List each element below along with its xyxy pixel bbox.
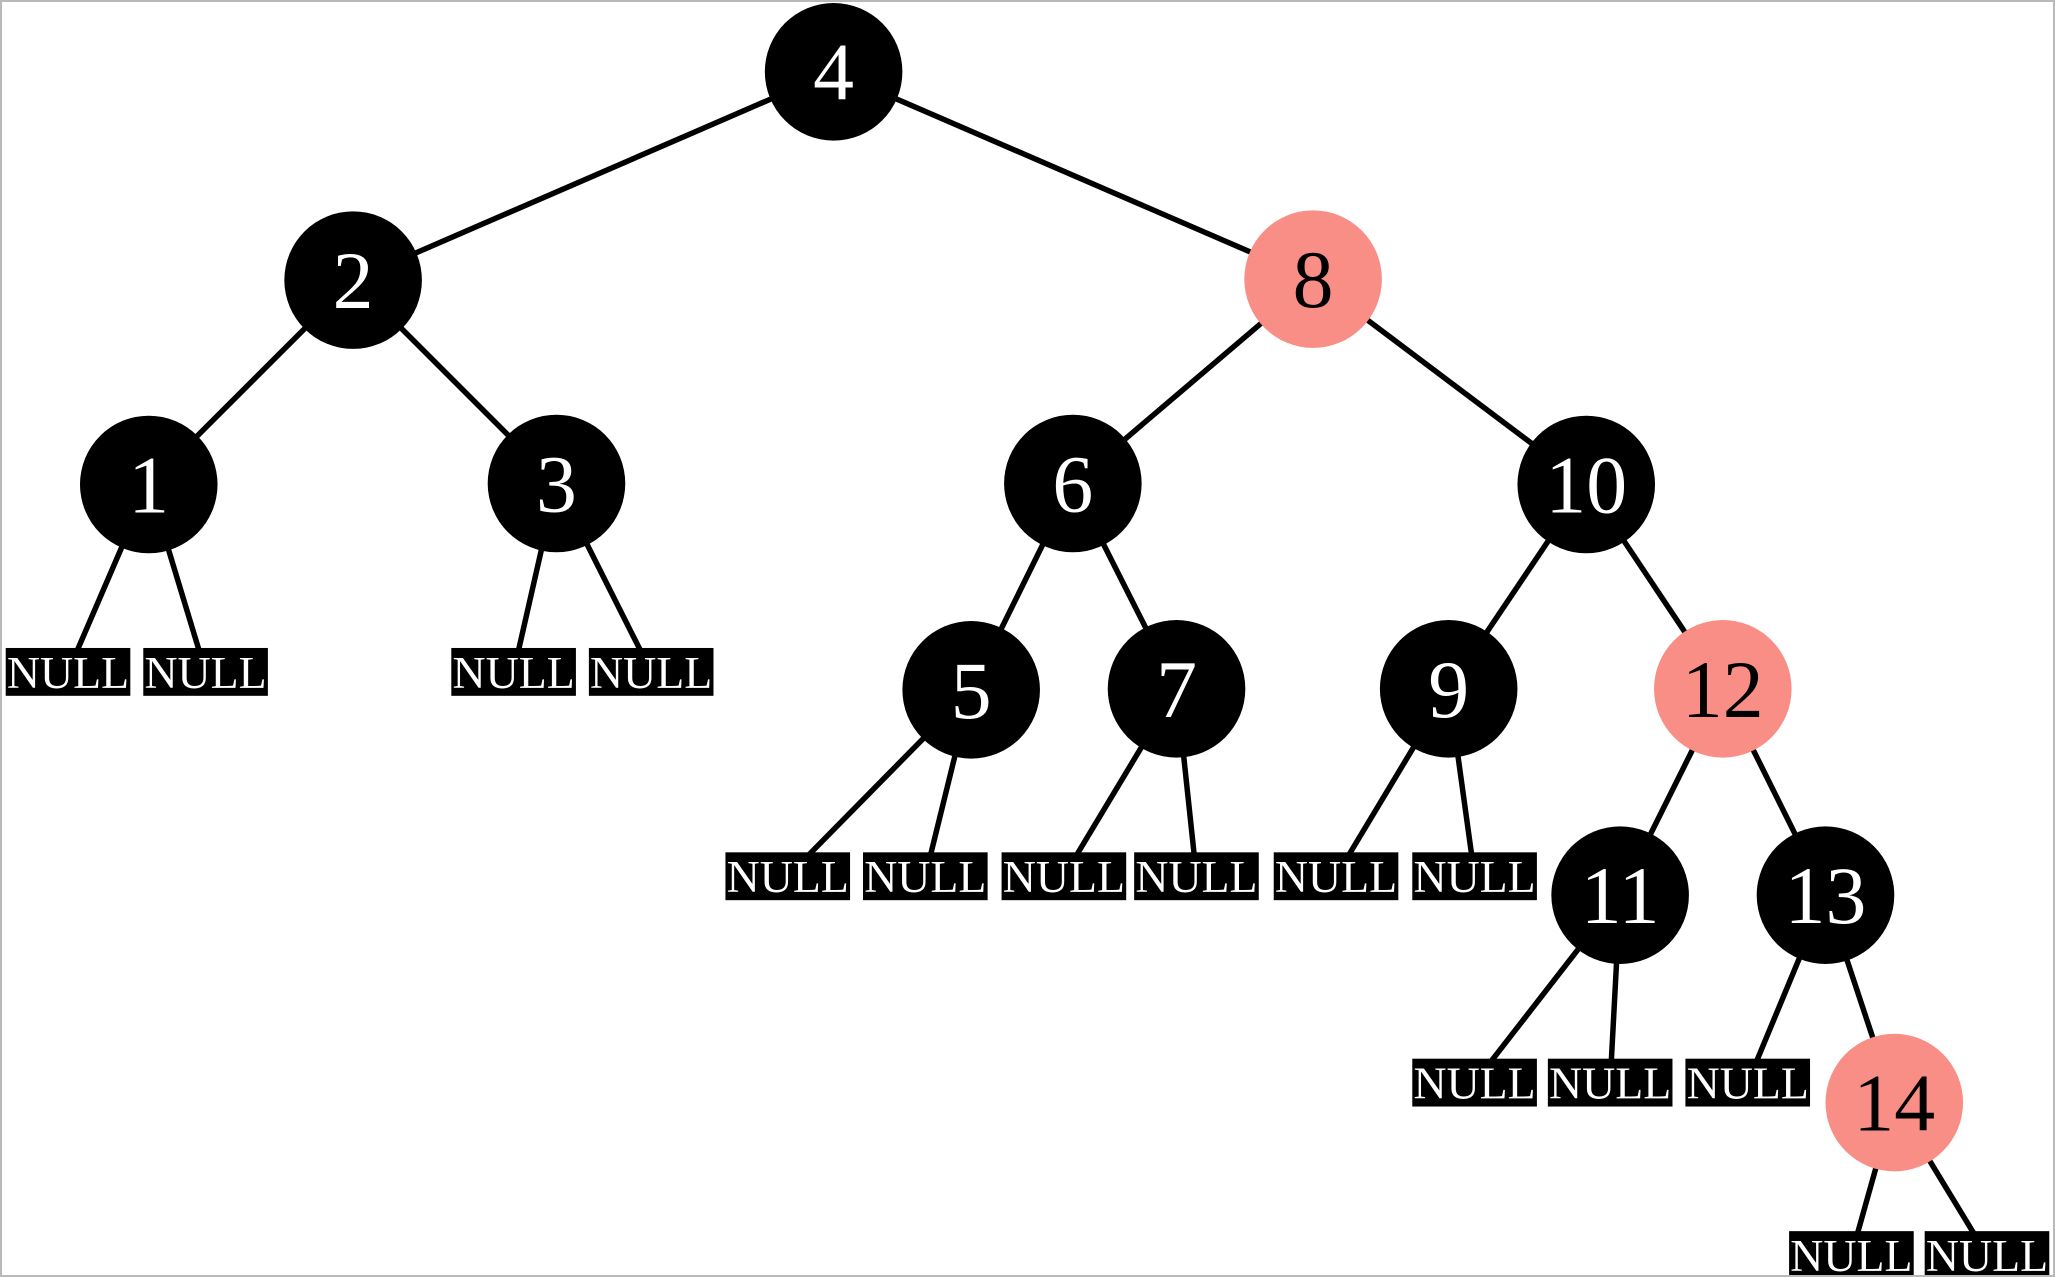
null-leaf: NULL [5,647,131,698]
null-leaf-label: NULL [590,647,712,698]
null-leaf-label: NULL [727,851,849,902]
null-leaf: NULL [143,647,268,698]
node-label: 11 [1581,850,1660,941]
tree-node-12: 12 [1654,620,1792,758]
node-label: 3 [536,438,577,529]
node-circle [1517,415,1656,554]
null-leaf-box [1134,852,1259,901]
null-leaf: NULL [863,851,988,902]
node-label: 5 [951,645,992,736]
node-label: 6 [1052,438,1093,529]
null-leaf-box [1412,852,1537,901]
null-leaf: NULL [1685,1058,1811,1109]
node-label: 7 [1156,644,1197,735]
node-label: 13 [1785,850,1867,941]
null-leaf: NULL [725,851,851,902]
node-circle [284,211,422,349]
node-circle [1107,620,1246,758]
node-label: 8 [1293,234,1334,325]
null-leaf-box [1412,1058,1537,1107]
node-circle [1551,826,1689,964]
tree-node-2: 2 [284,211,422,349]
tree-node-3: 3 [487,414,626,553]
node-label: 2 [333,235,374,326]
node-label: 4 [813,27,854,118]
null-leaf: NULL [1789,1230,1914,1275]
null-leaf-box [863,852,988,901]
tree-node-9: 9 [1379,620,1518,758]
null-leaf: NULL [588,647,714,698]
null-leaf-label: NULL [864,851,986,902]
node-circle [1244,210,1382,348]
node-circle [487,414,626,553]
null-leaf-box [1547,1058,1673,1107]
null-leaf: NULL [1547,1058,1673,1109]
tree-node-10: 10 [1517,415,1656,554]
null-leaf-label: NULL [1413,851,1535,902]
null-leaf-box [725,852,851,901]
node-label: 14 [1853,1057,1935,1148]
node-label: 12 [1682,644,1764,735]
null-leaf-box [1685,1058,1811,1107]
null-leaf-label: NULL [1135,851,1257,902]
node-circle [1756,826,1895,964]
node-circle [1654,620,1792,758]
null-leaf-label: NULL [1687,1058,1809,1109]
null-leaf-label: NULL [144,647,266,698]
null-leaf-label: NULL [1549,1058,1671,1109]
node-circle [764,2,903,141]
node-circle [1825,1033,1964,1172]
null-leaf-box [1001,852,1127,901]
tree-node-11: 11 [1551,826,1689,964]
tree-edge-4-2 [352,69,835,283]
null-leaf: NULL [1273,851,1399,902]
null-leaf-label: NULL [1790,1230,1912,1275]
node-label: 1 [128,439,169,530]
null-leaf: NULL [1412,851,1537,902]
node-label: 10 [1545,439,1627,530]
null-leaf: NULL [1924,1230,2050,1275]
null-leaf: NULL [1001,851,1127,902]
null-leaf-label: NULL [1275,851,1397,902]
tree-node-4: 4 [764,2,903,141]
null-leaf-box [1924,1231,2050,1275]
null-leaf-label: NULL [1413,1058,1535,1109]
tree-node-1: 1 [79,415,218,554]
null-leaf-box [588,647,714,696]
tree-node-7: 7 [1107,620,1246,758]
node-label: 9 [1428,644,1469,735]
tree-node-14: 14 [1825,1033,1964,1172]
null-leaf: NULL [451,647,576,698]
null-leaf: NULL [1134,851,1259,902]
null-leaf-box [5,647,131,696]
node-circle [79,415,218,554]
node-circle [1379,620,1518,758]
null-leaf-box [1789,1231,1914,1275]
tree-node-5: 5 [902,621,1040,759]
null-leaf-label: NULL [7,647,129,698]
tree-node-6: 6 [1004,414,1142,553]
null-leaf-box [1273,852,1399,901]
tree-edge-4-8 [832,69,1315,282]
null-leaf-label: NULL [1926,1230,2048,1275]
null-leaf: NULL [1412,1058,1537,1109]
null-leaf-label: NULL [1003,851,1125,902]
tree-node-13: 13 [1756,826,1895,964]
null-leaf-label: NULL [452,647,574,698]
null-leaf-box [451,647,576,696]
node-circle [902,621,1040,759]
node-circle [1004,414,1142,553]
null-leaf-box [143,647,268,696]
tree-node-8: 8 [1244,210,1382,348]
